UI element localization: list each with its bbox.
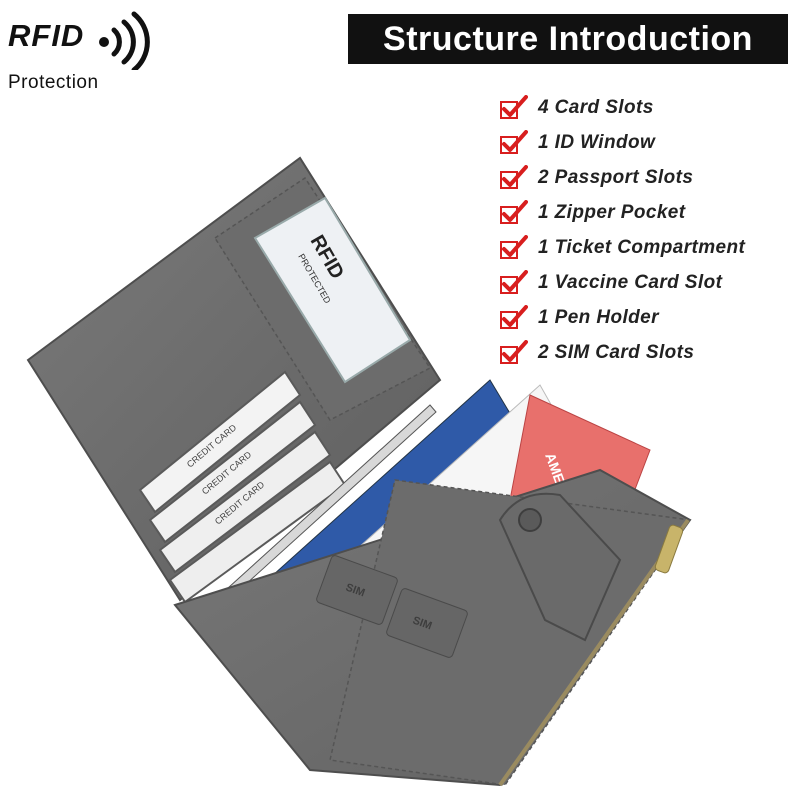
snap-button-icon: [518, 508, 542, 532]
feature-label: 1 Vaccine Card Slot: [538, 271, 723, 293]
card-slot: [148, 400, 317, 544]
feature-label: 1 Zipper Pocket: [538, 201, 686, 223]
card-slot: [158, 430, 332, 574]
feature-item: 4 Card Slots: [500, 90, 745, 125]
signal-waves-icon: [99, 11, 150, 70]
checkbox-check-icon: [500, 304, 528, 329]
feature-list: 4 Card Slots 1 ID Window 2 Passport Slot…: [500, 90, 745, 370]
feature-label: 4 Card Slots: [538, 96, 654, 118]
card-slot: [138, 370, 302, 514]
feature-item: 1 Vaccine Card Slot: [500, 265, 745, 300]
rfid-logo-subtitle: Protection: [8, 72, 99, 93]
feature-item: 1 Pen Holder: [500, 300, 745, 335]
checkbox-check-icon: [500, 269, 528, 294]
checkbox-check-icon: [500, 129, 528, 154]
feature-label: 2 SIM Card Slots: [538, 341, 695, 363]
sim-slot: [316, 555, 398, 625]
structure-banner: Structure Introduction: [348, 14, 788, 64]
feature-label: 1 ID Window: [538, 131, 656, 153]
feature-label: 1 Pen Holder: [538, 306, 659, 328]
feature-label: 2 Passport Slots: [538, 166, 694, 188]
sim-slots: SIM SIM: [316, 555, 468, 658]
feature-label: 1 Ticket Compartment: [538, 236, 746, 258]
sim-slot: [386, 588, 468, 658]
checkbox-check-icon: [500, 94, 528, 119]
feature-item: 1 Ticket Compartment: [500, 230, 745, 265]
rfid-logo-title: RFID: [8, 18, 85, 53]
feature-item: 2 SIM Card Slots: [500, 335, 745, 370]
checkbox-check-icon: [500, 164, 528, 189]
passport-wallet-image: RFID PROTECTED CREDIT CARD CREDIT CARD C…: [26, 156, 692, 787]
card-slots: CREDIT CARD CREDIT CARD CREDIT CARD: [138, 370, 347, 604]
checkbox-check-icon: [500, 199, 528, 224]
id-window: [253, 196, 412, 384]
rfid-logo: RFID Protection: [8, 8, 168, 98]
checkbox-check-icon: [500, 339, 528, 364]
feature-item: 1 ID Window: [500, 125, 745, 160]
zipper-pull-icon: [654, 524, 684, 574]
feature-item: 1 Zipper Pocket: [500, 195, 745, 230]
checkbox-check-icon: [500, 234, 528, 259]
feature-item: 2 Passport Slots: [500, 160, 745, 195]
